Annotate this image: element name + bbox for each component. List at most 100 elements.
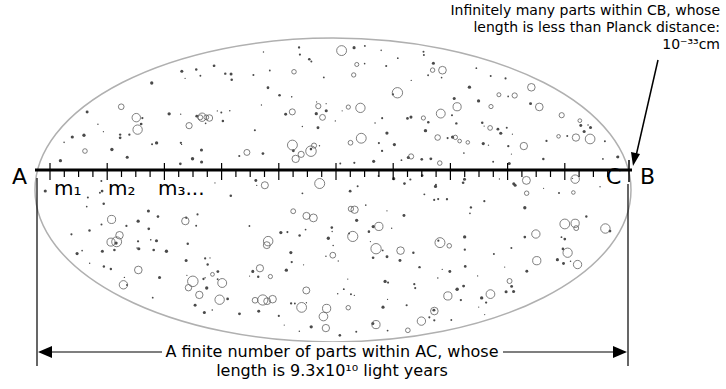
galaxy-dot <box>297 302 307 312</box>
galaxy-dot <box>195 225 197 227</box>
galaxy-dot <box>351 206 358 213</box>
galaxy-dot <box>512 93 517 98</box>
galaxy-dot <box>141 117 143 119</box>
tick-mark <box>407 170 408 177</box>
dimension-label: A finite number of parts within AC, whos… <box>162 342 503 380</box>
galaxy-dot <box>291 209 296 214</box>
galaxy-dot <box>116 231 124 239</box>
galaxy-dot <box>485 301 487 303</box>
galaxy-dot <box>387 282 389 284</box>
galaxy-dot <box>204 257 206 259</box>
segment-ab <box>35 169 632 172</box>
galaxy-dot <box>406 117 409 120</box>
galaxy-dot <box>447 244 452 249</box>
galaxy-dot <box>423 51 425 53</box>
galaxy-dot <box>409 116 412 119</box>
galaxy-dot <box>601 224 610 233</box>
galaxy-dot <box>315 112 318 115</box>
galaxy-dot <box>167 112 170 115</box>
galaxy-dot <box>325 109 328 112</box>
tick-mark <box>550 170 551 177</box>
galaxy-dot <box>453 135 457 139</box>
galaxy-dot <box>205 122 207 124</box>
galaxy-dot <box>230 195 233 198</box>
galaxy-dot <box>200 148 203 151</box>
galaxy-dot <box>119 136 122 139</box>
tick-mark <box>250 170 251 177</box>
galaxy-dot <box>455 122 457 124</box>
galaxy-dot <box>420 158 423 161</box>
galaxy-dot <box>289 109 295 115</box>
galaxy-dot <box>352 73 356 77</box>
galaxy-dot <box>436 109 445 118</box>
galaxy-dot <box>532 230 540 238</box>
tick-mark <box>278 163 279 180</box>
tick-mark <box>350 170 351 177</box>
galaxy-dot <box>158 276 161 279</box>
galaxy-dot <box>506 127 508 129</box>
galaxy-dot <box>152 249 155 252</box>
tick-mark <box>221 163 222 180</box>
part-label: m₃... <box>158 176 205 200</box>
galaxy-dot <box>435 184 437 186</box>
universe-outline <box>35 38 631 342</box>
galaxy-dot <box>205 286 208 289</box>
galaxy-dot <box>269 295 277 303</box>
galaxy-dot <box>147 228 150 231</box>
galaxy-dot <box>447 137 449 139</box>
galaxy-dot <box>413 283 415 285</box>
galaxy-dot <box>206 115 213 122</box>
galaxy-dot <box>497 93 501 97</box>
galaxy-dot <box>165 250 168 253</box>
galaxy-dot <box>100 223 102 225</box>
galaxy-dot <box>278 94 281 97</box>
galaxy-dot <box>414 287 416 289</box>
galaxy-dot <box>560 219 570 229</box>
galaxy-dot <box>249 275 250 276</box>
galaxy-dot <box>439 66 447 74</box>
galaxy-dot <box>100 180 102 182</box>
galaxy-dot <box>512 290 515 293</box>
galaxy-dot <box>217 110 218 111</box>
galaxy-dot <box>433 199 435 201</box>
galaxy-dot <box>214 182 215 183</box>
galaxy-dot <box>323 304 331 312</box>
galaxy-dot <box>298 151 304 157</box>
galaxy-dot <box>563 248 572 257</box>
galaxy-dot <box>256 265 263 272</box>
tick-mark <box>78 170 79 177</box>
galaxy-dot <box>616 156 617 157</box>
galaxy-dot <box>305 229 307 231</box>
galaxy-dot <box>372 321 380 329</box>
galaxy-dot <box>118 104 124 110</box>
galaxy-dot <box>137 247 140 250</box>
galaxy-dot <box>522 176 530 184</box>
galaxy-dot <box>110 148 113 151</box>
galaxy-dot <box>446 198 448 200</box>
tick-mark <box>364 170 365 177</box>
tick-mark <box>207 170 208 177</box>
galaxy-dot <box>524 191 528 195</box>
galaxy-dot <box>453 97 456 100</box>
galaxy-dot <box>306 302 307 303</box>
galaxy-dot <box>180 70 183 73</box>
galaxy-dot <box>338 260 339 261</box>
galaxy-dot <box>267 86 270 89</box>
galaxy-dot <box>310 325 313 328</box>
galaxy-dot <box>432 309 435 312</box>
galaxy-dot <box>463 152 465 154</box>
galaxy-dot <box>316 101 317 102</box>
tick-mark <box>378 170 379 177</box>
galaxy-dot <box>238 155 240 157</box>
galaxy-dot <box>504 77 506 79</box>
galaxy-dot <box>371 244 381 254</box>
galaxy-dot <box>278 315 280 317</box>
galaxy-dot <box>477 275 478 276</box>
galaxy-dot <box>418 266 420 268</box>
galaxy-dot <box>441 77 443 79</box>
galaxy-dot <box>222 120 224 122</box>
tick-mark <box>450 163 451 180</box>
galaxy-dot <box>523 206 526 209</box>
galaxy-dot <box>319 312 328 321</box>
